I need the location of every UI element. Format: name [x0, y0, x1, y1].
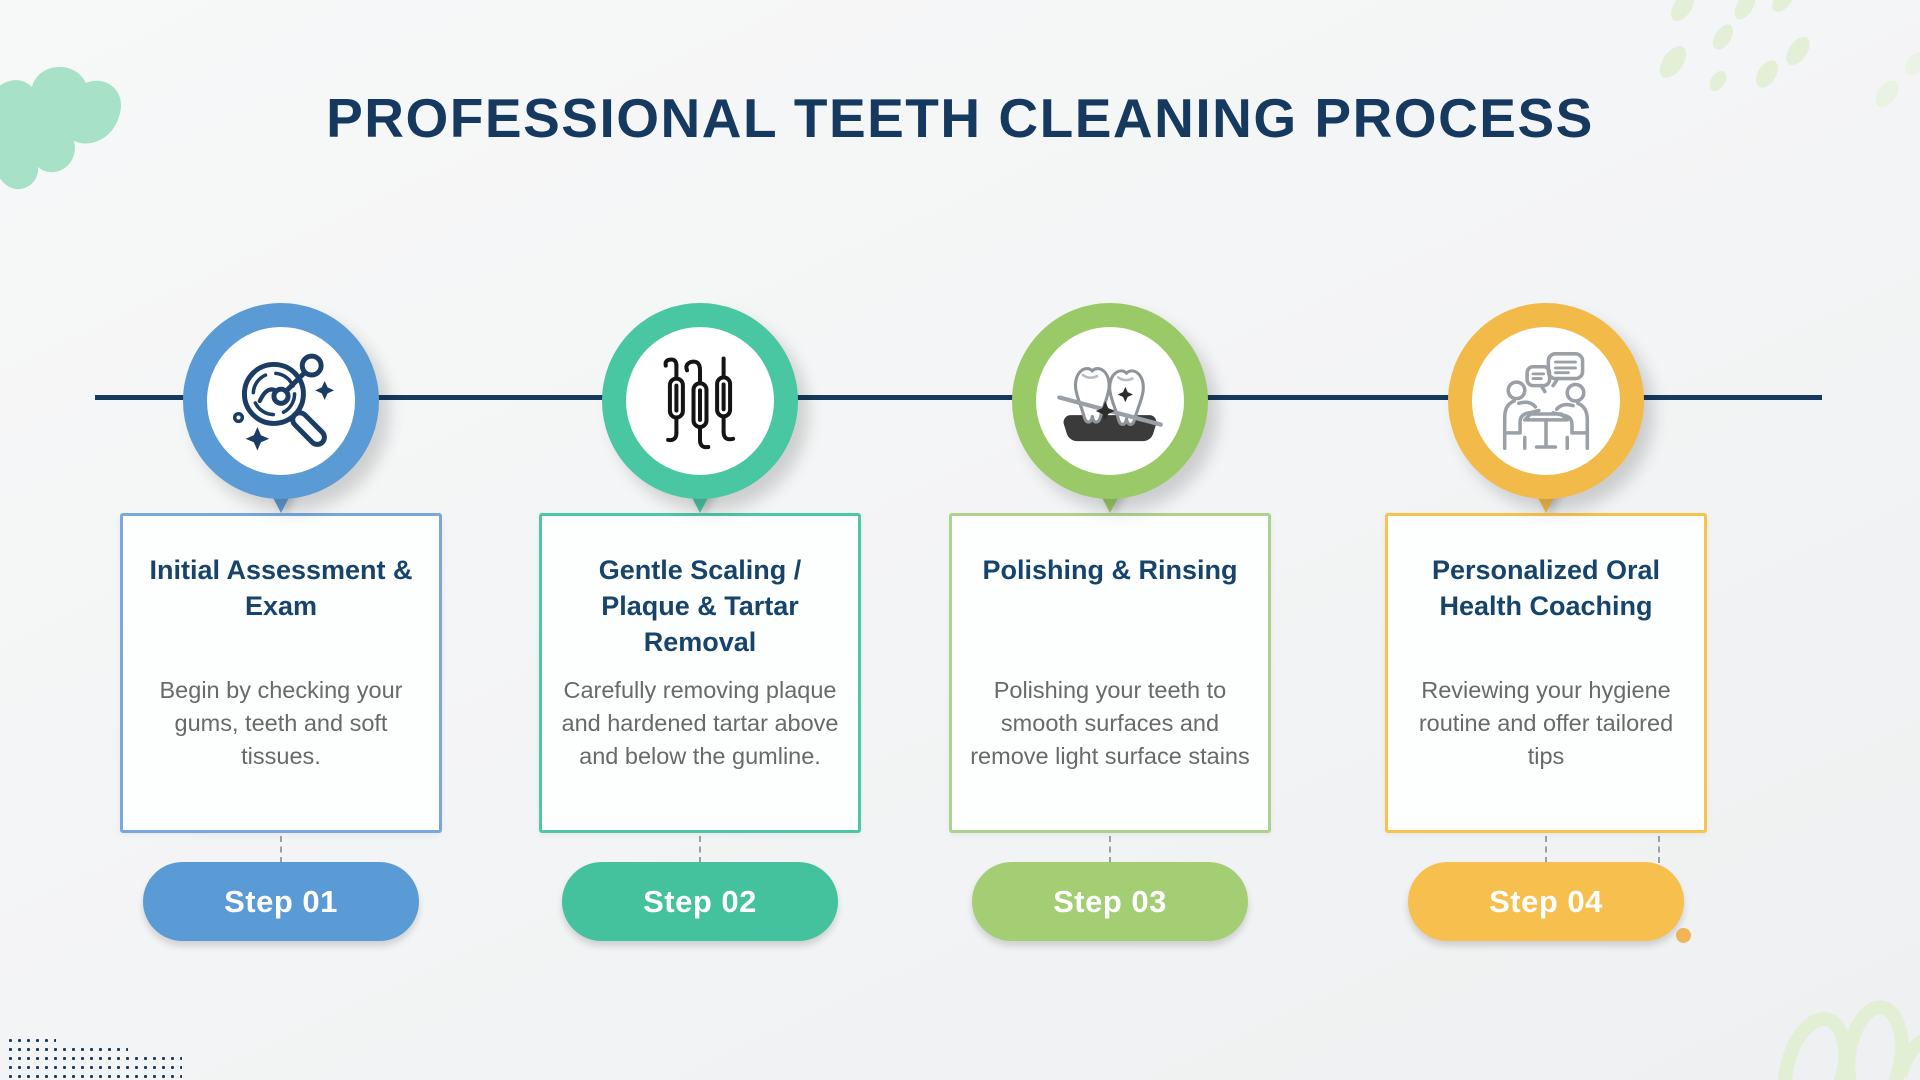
step-description: Carefully removing plaque and hardened t… — [561, 677, 839, 769]
step-card: Polishing & Rinsing Polishing your teeth… — [949, 513, 1271, 833]
step-column-2: Gentle Scaling / Plaque & Tartar Removal… — [539, 0, 861, 1080]
dashed-connector — [280, 836, 282, 863]
teeth-polishing-icon — [1057, 367, 1163, 442]
step-circle — [1012, 303, 1208, 499]
step-circle — [602, 303, 798, 499]
step-circle — [183, 303, 379, 499]
step-title: Personalized Oral Health Coaching — [1431, 555, 1661, 621]
step-badge-label: Step 01 — [224, 883, 338, 919]
step-badge-label: Step 02 — [643, 883, 757, 919]
dashed-connector-secondary — [1658, 836, 1660, 863]
step-title: Initial Assessment & Exam — [149, 555, 413, 621]
step-title: Polishing & Rinsing — [982, 555, 1238, 585]
step-circle — [1448, 303, 1644, 499]
step-badge-label: Step 04 — [1489, 883, 1603, 919]
step-badge: Step 01 — [143, 862, 419, 941]
dental-scaler-icon — [663, 356, 736, 450]
dashed-connector — [699, 836, 701, 863]
step-title: Gentle Scaling / Plaque & Tartar Removal — [598, 555, 802, 657]
step-badge: Step 02 — [562, 862, 838, 941]
mint-blob-decoration — [0, 67, 122, 189]
step-description: Polishing your teeth to smooth surfaces … — [970, 677, 1250, 769]
step-column-1: Initial Assessment & Exam Begin by check… — [120, 0, 442, 1080]
step-column-3: Polishing & Rinsing Polishing your teeth… — [949, 0, 1271, 1080]
step-badge-label: Step 03 — [1053, 883, 1167, 919]
step-card: Personalized Oral Health Coaching Review… — [1385, 513, 1707, 833]
step-description: Reviewing your hygiene routine and offer… — [1418, 677, 1674, 769]
page-title: PROFESSIONAL TEETH CLEANING PROCESS — [326, 87, 1594, 149]
dashed-connector — [1545, 836, 1547, 863]
squiggle-decoration — [1778, 1000, 1920, 1080]
step-card: Gentle Scaling / Plaque & Tartar Removal… — [539, 513, 861, 833]
step-badge: Step 04 — [1408, 862, 1684, 941]
step-description: Begin by checking your gums, teeth and s… — [159, 677, 403, 769]
magnifier-analysis-icon — [232, 353, 335, 451]
step-badge: Step 03 — [972, 862, 1248, 941]
orange-dot-decoration — [1676, 928, 1691, 943]
timeline-line — [95, 395, 1822, 400]
coaching-icon — [1502, 352, 1590, 450]
dashed-connector — [1109, 836, 1111, 863]
step-card: Initial Assessment & Exam Begin by check… — [120, 513, 442, 833]
step-column-4: Personalized Oral Health Coaching Review… — [1385, 0, 1707, 1080]
